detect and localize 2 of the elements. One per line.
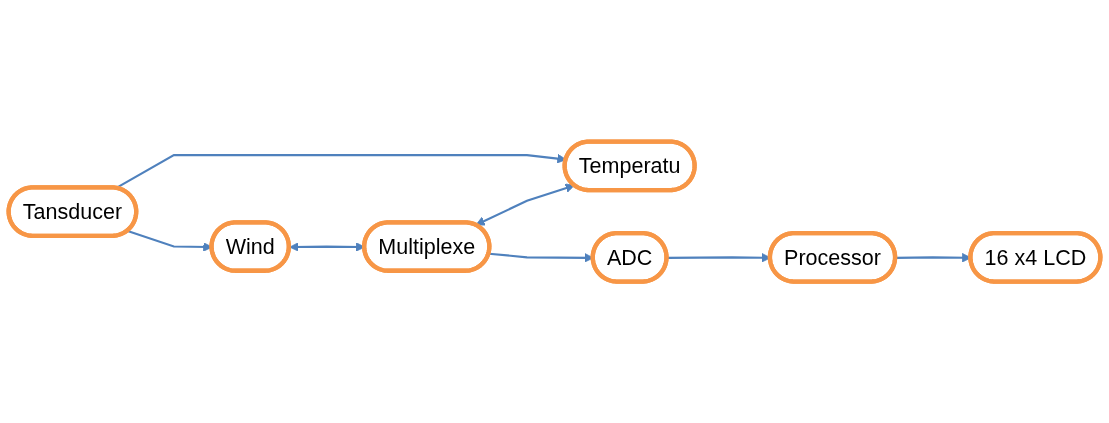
arrow: [475, 183, 575, 226]
arrow: [667, 252, 771, 263]
